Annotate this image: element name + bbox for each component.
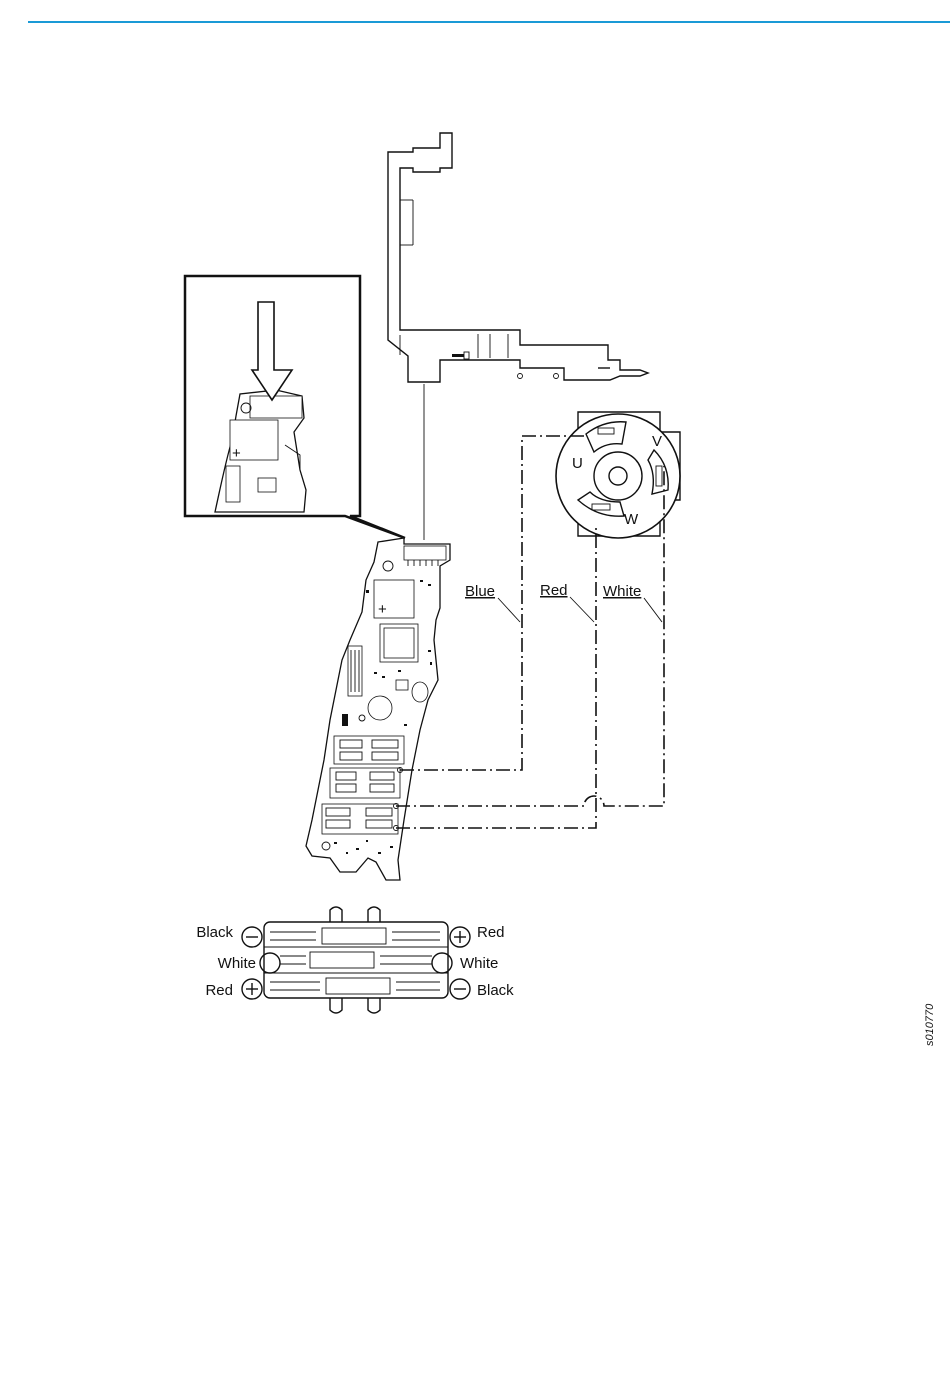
right-label-white: White [460,955,498,972]
svg-text:+: + [378,601,387,618]
left-label-black: Black [196,924,233,941]
wire-label-red: Red [540,582,568,599]
wire-label-blue: Blue [465,583,495,600]
wire-labels: Blue Red White [465,582,662,622]
connector-detail: Black White Red Red White Black [196,907,514,1013]
wire-label-white: White [603,583,641,600]
blank-terminal-icon [260,953,280,973]
motor-phase-v: V [652,433,662,450]
detail-callout: + [185,276,405,538]
left-label-white: White [218,955,256,972]
right-label-red: Red [477,924,505,941]
motor: U V W [556,412,680,538]
figure-id: s010770 [924,1003,936,1046]
motor-phase-u: U [572,455,583,472]
right-label-black: Black [477,982,514,999]
svg-text:+: + [232,445,241,462]
motor-phase-w: W [624,511,639,528]
blank-terminal-icon [432,953,452,973]
left-label-red: Red [205,982,233,999]
